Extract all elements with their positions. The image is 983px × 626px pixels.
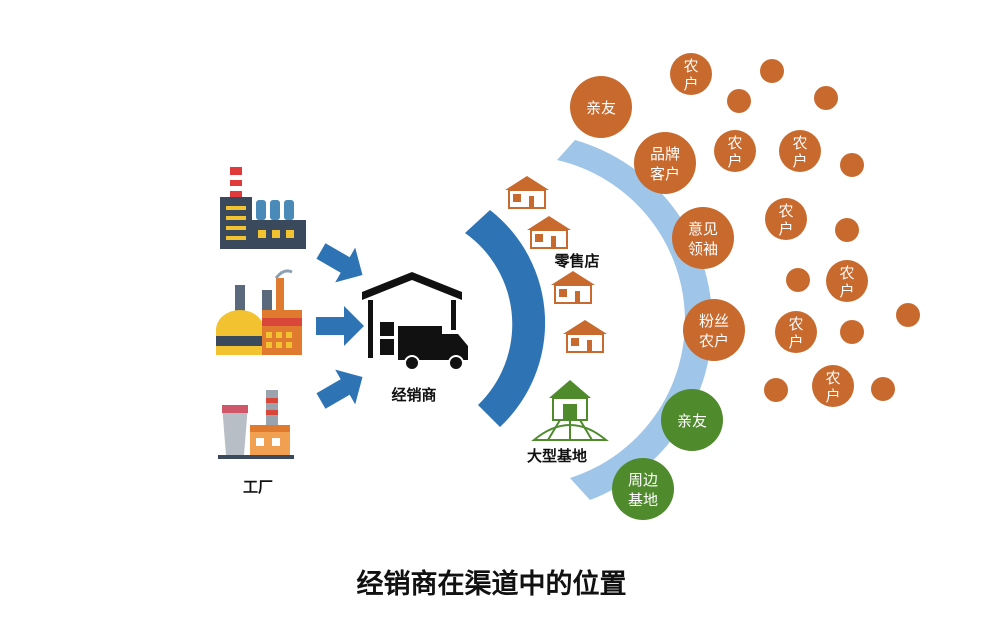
circle-farmer-4: 农 户 [765,198,807,240]
svg-text:农: 农 [825,369,840,387]
dot [871,377,895,401]
dot [835,218,859,242]
svg-text:品牌: 品牌 [650,145,680,163]
dot [760,59,784,83]
distributor-label: 经销商 [391,386,436,404]
dot [840,320,864,344]
factory-icon-1 [220,167,306,249]
circle-nearby-base: 周边 基地 [612,458,674,520]
inner-arc [465,210,546,427]
svg-text:农: 农 [683,57,698,75]
factory-label: 工厂 [243,478,273,496]
svg-text:亲友: 亲友 [586,99,616,117]
svg-text:农: 农 [839,264,854,282]
circle-farmer-5: 农 户 [826,260,868,302]
arrow-middle [316,306,364,346]
circle-opinion-leader: 意见 领袖 [672,207,734,269]
arrow-lower [316,369,363,409]
factory-icon-3 [218,390,294,459]
store-icon-2 [527,216,571,249]
circle-farmer-2: 农 户 [714,130,756,172]
dot [896,303,920,327]
svg-text:户: 户 [792,152,807,170]
svg-text:粉丝: 粉丝 [699,312,729,330]
farm-label: 大型基地 [527,447,587,465]
dot [840,153,864,177]
circle-farmer-7: 农 户 [812,365,854,407]
barn-icon [531,380,609,441]
svg-text:户: 户 [727,152,742,170]
retail-label: 零售店 [553,252,599,270]
diagram-caption: 经销商在渠道中的位置 [356,569,627,600]
svg-text:周边: 周边 [628,471,658,489]
factory-icon-2 [216,269,302,355]
dot [786,268,810,292]
circle-friends-2: 亲友 [661,389,723,451]
circle-friends-1: 亲友 [570,76,632,138]
arrow-upper [316,243,363,283]
svg-text:农: 农 [727,134,742,152]
dot [764,378,788,402]
svg-text:领袖: 领袖 [688,240,718,258]
svg-text:户: 户 [839,282,854,300]
warehouse-truck-icon [362,272,468,371]
svg-text:客户: 客户 [650,165,680,183]
store-icon-1 [505,176,549,209]
dot [814,86,838,110]
store-icon-3 [551,271,595,304]
svg-text:户: 户 [788,333,803,351]
arrows [316,243,364,409]
svg-text:户: 户 [778,220,793,238]
svg-text:农: 农 [792,134,807,152]
svg-text:意见: 意见 [688,220,718,238]
dot [727,89,751,113]
circle-farmer-6: 农 户 [775,311,817,353]
svg-text:户: 户 [683,75,698,93]
svg-text:农: 农 [778,202,793,220]
svg-text:亲友: 亲友 [677,412,707,430]
store-icon-4 [563,320,607,353]
svg-text:基地: 基地 [628,491,658,509]
circle-brand-customer: 品牌 客户 [634,132,696,194]
svg-text:农: 农 [788,315,803,333]
small-dots [727,59,920,402]
circle-fan-farmer: 粉丝 农户 [683,299,745,361]
circle-farmer-1: 农 户 [670,53,712,95]
svg-text:农户: 农户 [699,332,729,350]
circle-farmer-3: 农 户 [779,130,821,172]
svg-text:户: 户 [825,387,840,405]
